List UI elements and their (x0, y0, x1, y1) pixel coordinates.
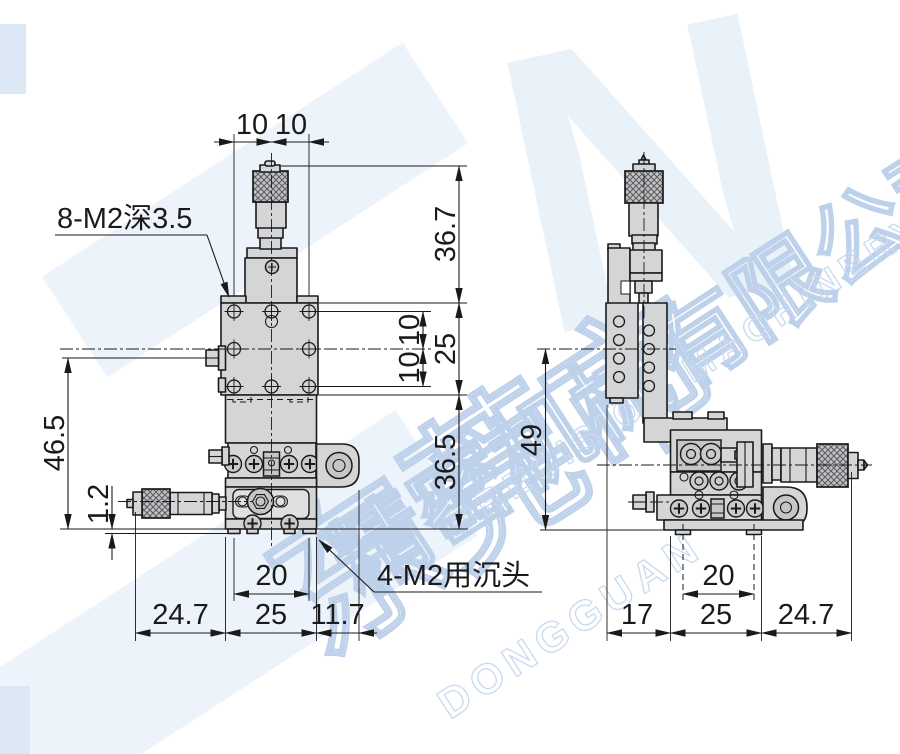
watermark-stripe (0, 410, 478, 754)
watermark-stripe (0, 686, 30, 754)
side-lock-knob (205, 345, 227, 393)
roller (772, 494, 800, 521)
dim-bottom-base: 25 (255, 599, 287, 631)
front-view-dimensions: 10 10 36.7 25 36.5 10 10 46.5 1.2 20 24.… (39, 109, 542, 641)
knurled-thimble (252, 170, 289, 203)
micrometer-vertical (246, 160, 298, 259)
dim-bottom-right: 11.7 (310, 599, 364, 631)
base-plate (224, 518, 318, 530)
dim-base-lip: 1.2 (83, 484, 115, 524)
front-view (60, 153, 432, 548)
micrometer-horizontal-left (126, 488, 227, 519)
knurled-thimble (816, 443, 849, 488)
dim-pitch-top-right: 10 (275, 109, 307, 141)
watermark-stripe (0, 24, 26, 94)
dim-height-left: 49 (516, 424, 548, 456)
dim-bottom-left: 24.7 (152, 599, 208, 631)
base-plate (663, 519, 804, 531)
dim-height-plate: 25 (430, 333, 462, 365)
carriage-block (224, 394, 318, 444)
dim-bottom-base: 25 (700, 599, 732, 631)
gib-block (710, 498, 725, 519)
dim-height-mic: 36.7 (430, 206, 462, 262)
center-bearing (246, 487, 275, 516)
dim-hole-span: 20 (255, 560, 287, 592)
dim-pitch-top-left: 10 (236, 109, 268, 141)
watermark-stripe (42, 42, 468, 378)
dim-row-pitch-b: 10 (394, 351, 426, 383)
callout-thread: 8-M2深3.5 (57, 203, 192, 235)
dim-bottom-left: 17 (621, 599, 653, 631)
roller (325, 451, 353, 480)
callout-countersink: 4-M2用沉头 (377, 559, 530, 592)
micrometer-clamp (607, 243, 663, 311)
side-view (537, 152, 872, 601)
dim-height-body: 36.5 (430, 434, 462, 490)
dim-height-left: 46.5 (39, 415, 71, 471)
side-view-dimensions: 49 20 17 25 24.7 (516, 348, 853, 641)
dim-bottom-right: 24.7 (778, 599, 834, 631)
knurled-thimble (141, 488, 171, 519)
dim-row-pitch-a: 10 (394, 314, 426, 346)
dim-hole-span: 20 (702, 560, 734, 592)
